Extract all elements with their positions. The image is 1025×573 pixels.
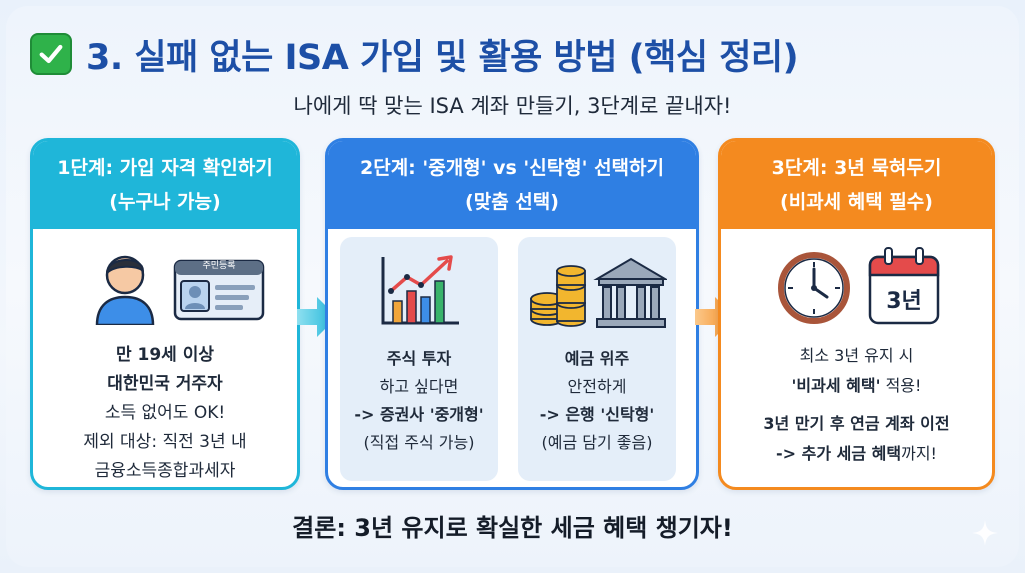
step2-subtitle: (맞춤 선택) [465,191,559,213]
step1-line3: 소득 없어도 OK! [104,403,226,423]
step1-card: 1단계: 가입 자격 확인하기 (누구나 가능) 주민등록 만 19세 이상 대… [30,138,300,490]
brokerage-line4: (직접 주식 가능) [363,433,475,452]
person-icon [95,255,155,325]
step1-header: 1단계: 가입 자격 확인하기 (누구나 가능) [33,141,297,229]
step1-icons: 주민등록 [33,249,297,329]
page-subtitle: 나에게 딱 맞는 ISA 계좌 만들기, 3단계로 끝내자! [293,94,732,118]
step1-line1: 만 19세 이상 [115,345,215,365]
sparkle-icon [972,520,998,546]
clock-icon [778,252,850,324]
brokerage-line2: 하고 싶다면 [379,377,459,396]
brokerage-line1: 주식 투자 [386,349,452,368]
step3-line1: 최소 3년 유지 시 [799,346,914,365]
step2-title: 2단계: '중개형' vs '신탁형' 선택하기 [360,157,664,179]
step1-title: 1단계: 가입 자격 확인하기 [57,157,273,179]
step3-card: 3단계: 3년 묵혀두기 (비과세 혜택 필수) 3년 최소 3년 유지 시 '… [718,138,995,490]
trust-option-text: 예금 위주 안전하게 -> 은행 '신탁형' (예금 담기 좋음) [518,345,676,457]
step3-line3: 3년 만기 후 연금 계좌 이전 [763,414,950,433]
step1-line5: 금융소득종합과세자 [94,461,236,481]
trust-line1: 예금 위주 [564,349,630,368]
step2-card: 2단계: '중개형' vs '신탁형' 선택하기 (맞춤 선택) 주식 투자 하… [325,138,699,490]
trust-line2: 안전하게 [567,377,627,396]
step1-text: 만 19세 이상 대한민국 거주자 소득 없어도 OK! 제외 대상: 직전 3… [33,341,297,486]
step1-line4: 제외 대상: 직전 3년 내 [83,432,247,452]
calendar-icon [868,247,940,325]
step3-line4: -> 추가 세금 혜택까지! [776,444,937,463]
title-row: 3. 실패 없는 ISA 가입 및 활용 방법 (핵심 정리) [30,26,799,82]
brokerage-option-text: 주식 투자 하고 싶다면 -> 증권사 '중개형' (직접 주식 가능) [340,345,498,457]
checkmark-icon [30,33,72,75]
id-card-label: 주민등록 [202,261,236,271]
step3-text: 최소 3년 유지 시 '비과세 혜택' 적용! 3년 만기 후 연금 계좌 이전… [721,341,992,469]
step1-subtitle: (누구나 가능) [109,191,221,213]
trust-line3: -> 은행 '신탁형' [539,405,655,424]
id-card-icon [173,259,265,321]
brokerage-option-panel: 주식 투자 하고 싶다면 -> 증권사 '중개형' (직접 주식 가능) [340,237,498,481]
step1-line2: 대한민국 거주자 [107,374,223,394]
step3-header: 3단계: 3년 묵혀두기 (비과세 혜택 필수) [721,141,992,229]
page-title: 3. 실패 없는 ISA 가입 및 활용 방법 (핵심 정리) [86,37,799,78]
stock-chart-icon [381,255,459,325]
trust-option-panel: 예금 위주 안전하게 -> 은행 '신탁형' (예금 담기 좋음) [518,237,676,481]
step3-icons: 3년 [721,241,992,331]
brokerage-line3: -> 증권사 '중개형' [354,405,484,424]
calendar-label: 3년 [886,289,922,314]
conclusion-text: 결론: 3년 유지로 확실한 세금 혜택 챙기자! [292,514,733,542]
step2-header: 2단계: '중개형' vs '신탁형' 선택하기 (맞춤 선택) [328,141,696,229]
trust-line4: (예금 담기 좋음) [541,433,653,452]
step3-title: 3단계: 3년 묵혀두기 [771,157,942,179]
step3-line2: '비과세 혜택' 적용! [791,376,922,395]
step3-subtitle: (비과세 혜택 필수) [780,191,933,213]
coins-bank-icon [530,257,667,328]
